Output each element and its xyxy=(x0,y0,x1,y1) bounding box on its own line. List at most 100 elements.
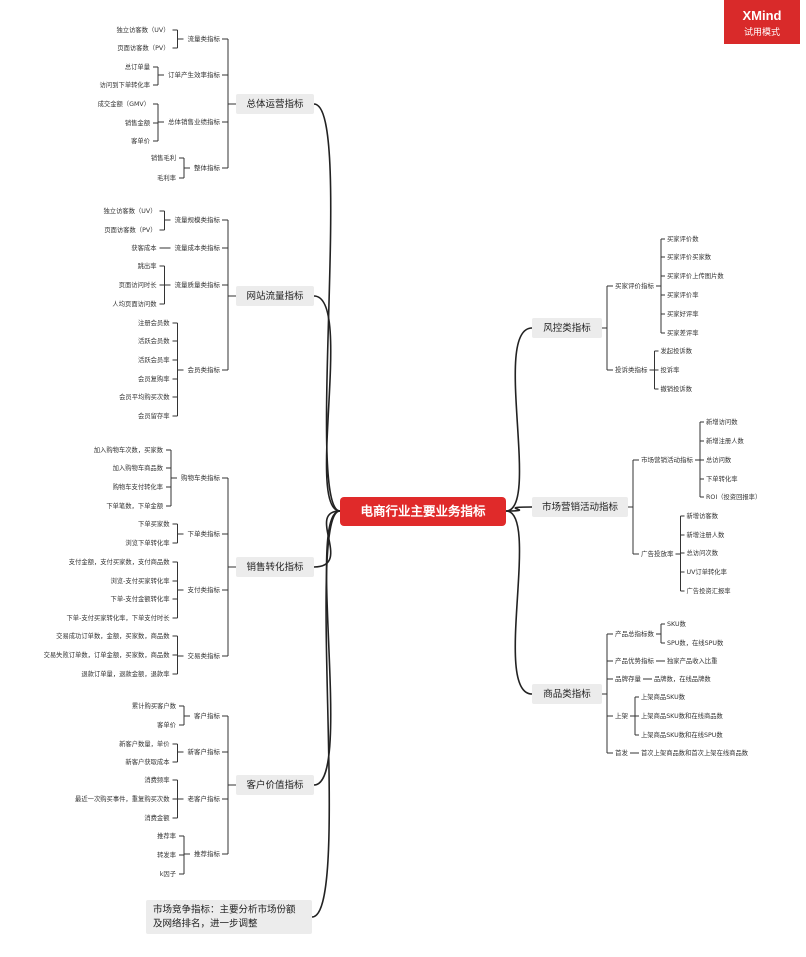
subtopic-label: 会员类指标 xyxy=(188,365,221,374)
main-topic-5[interactable]: 风控类指标 xyxy=(532,318,602,338)
main-topic-6[interactable]: 市场营销活动指标 xyxy=(532,497,628,517)
xmind-logo-text: XMind xyxy=(742,8,782,23)
leaf-label: 会员平均购买次数 xyxy=(119,392,170,401)
central-topic-label: 电商行业主要业务指标 xyxy=(360,504,486,519)
trial-mode-label: 试用模式 xyxy=(743,27,780,37)
leaf-label: 总访问数 xyxy=(706,455,732,464)
leaf-label: 下单笔数，下单金额 xyxy=(106,501,163,510)
subtopic-3-2-connector xyxy=(172,779,184,819)
topic-2-connector xyxy=(222,477,236,657)
leaf-label: 累计购买客户数 xyxy=(132,701,177,710)
leaf-label: 买家评价上传图片数 xyxy=(667,271,724,280)
leaf-label: 买家评价率 xyxy=(667,290,698,299)
leaf-label: 会员留存率 xyxy=(138,411,169,420)
subtopic-label: 首发 xyxy=(615,748,629,757)
subtopic-label: 流量类指标 xyxy=(188,34,221,43)
main-topic-label: 风控类指标 xyxy=(543,322,591,334)
leaf-label: UV订单转化率 xyxy=(687,567,727,576)
topic-1-connector xyxy=(222,219,236,371)
leaf-label: 总订单量 xyxy=(125,62,151,71)
main-topic-3[interactable]: 客户价值指标 xyxy=(236,775,314,795)
subtopic-1-2-connector xyxy=(159,265,171,305)
subtopic-2-3-connector xyxy=(172,635,184,675)
leaf-label: 下单转化率 xyxy=(706,474,737,483)
main-topic-0[interactable]: 总体运营指标 xyxy=(236,94,314,114)
main-branch-6 xyxy=(505,506,533,512)
leaf-label: 首次上架商品数和首次上架在线商品数 xyxy=(641,748,749,757)
leaf-label: 交易失败订单数，订单金额，买家数，商品数 xyxy=(44,650,171,659)
subtopic-7-3-connector xyxy=(630,696,639,736)
leaf-label: 新增注册人数 xyxy=(687,530,725,539)
main-branch-0 xyxy=(313,103,341,512)
subtopic-label: 产品总指标数 xyxy=(615,629,655,638)
leaf-label: ROI（投资回报率） xyxy=(706,492,761,501)
subtopic-label: 推荐指标 xyxy=(194,849,221,858)
leaf-label: 消费金额 xyxy=(144,813,170,822)
subtopic-label: 老客户指标 xyxy=(188,794,221,803)
leaf-label: 访问到下单转化率 xyxy=(100,80,150,89)
main-topic-1[interactable]: 网站流量指标 xyxy=(236,286,314,306)
main-topic-label: 市场营销活动指标 xyxy=(542,501,619,513)
leaf-label: 支付金额，支付买家数，支付商品数 xyxy=(69,557,170,566)
leaf-label: 独立访客数（UV） xyxy=(104,206,157,215)
leaf-label: 买家评价数 xyxy=(667,234,699,243)
leaf-label: 成交金额（GMV） xyxy=(98,99,150,108)
subtopic-5-1-connector xyxy=(649,350,659,390)
main-topic-2[interactable]: 销售转化指标 xyxy=(236,557,314,577)
subtopic-label: 流量成本类指标 xyxy=(175,243,221,252)
leaf-label: 下单-支付买家转化率，下单支付时长 xyxy=(66,613,170,622)
topic-5-connector xyxy=(602,285,613,371)
main-topic-label: 销售转化指标 xyxy=(246,561,304,573)
leaf-label: 交易成功订单数，金额，买家数，商品数 xyxy=(56,631,170,640)
leaf-label: 获客成本 xyxy=(131,243,157,252)
leaf-label: 上架商品SKU数和在线SPU数 xyxy=(641,730,723,739)
subtopic-2-2-connector xyxy=(172,561,184,619)
leaf-label: 浏览下单转化率 xyxy=(125,538,169,547)
subtopic-7-0-connector xyxy=(656,623,665,644)
leaf-label: 客单价 xyxy=(131,136,151,145)
main-topic-label: 总体运营指标 xyxy=(246,98,304,110)
leaf-label: k因子 xyxy=(160,870,176,878)
central-topic[interactable]: 电商行业主要业务指标 xyxy=(340,497,506,526)
leaf-label: 买家好评率 xyxy=(667,309,698,318)
subtopic-label: 买家评价指标 xyxy=(615,281,655,290)
subtopic-label: 支付类指标 xyxy=(188,585,221,594)
leaf-label: 购物车支付转化率 xyxy=(113,482,163,491)
subtopic-label: 订单产生效率指标 xyxy=(168,70,221,79)
subtopic-label: 整体指标 xyxy=(194,163,221,172)
leaf-label: 转发率 xyxy=(157,850,176,859)
leaf-label: 页面访客数（PV） xyxy=(104,225,156,234)
leaf-label: 上架商品SKU数 xyxy=(641,692,686,701)
subtopic-3-0-connector xyxy=(179,705,190,726)
leaf-label: 投诉率 xyxy=(661,365,680,374)
leaf-label: 买家差评率 xyxy=(667,328,698,337)
subtopic-5-0-connector xyxy=(656,238,665,334)
subtopic-0-1-connector xyxy=(153,66,164,86)
leaf-label: 最近一次购买事件，重复购买次数 xyxy=(75,794,170,803)
subtopic-label: 下单类指标 xyxy=(188,529,221,538)
leaf-label: 加入购物车次数，买家数 xyxy=(94,445,164,454)
leaf-label: 广告投资汇报率 xyxy=(687,586,731,595)
leaf-label: 销售金额 xyxy=(125,118,151,127)
subtopic-label: 投诉类指标 xyxy=(615,365,648,374)
main-topic-7[interactable]: 商品类指标 xyxy=(532,684,602,704)
leaf-label: 独家产品收入比重 xyxy=(667,656,717,665)
subtopic-label: 购物车类指标 xyxy=(181,473,221,482)
topic-3-connector xyxy=(222,715,236,855)
subtopic-0-2-connector xyxy=(153,103,164,142)
topic-7-connector xyxy=(602,633,613,754)
main-topic-label: 商品类指标 xyxy=(543,688,591,700)
subtopic-3-1-connector xyxy=(172,743,184,763)
leaf-label: 销售毛利 xyxy=(151,153,176,162)
leaf-label: 撤销投诉数 xyxy=(661,384,693,393)
leaf-label: 人均页面访问数 xyxy=(112,299,157,308)
leaf-label: 总访问次数 xyxy=(687,548,719,557)
main-topic-label: 网站流量指标 xyxy=(246,290,304,302)
subtopic-label: 新客户指标 xyxy=(188,747,221,756)
main-topic-label-line: 及网络排名，进一步调整 xyxy=(153,918,258,930)
subtopic-label: 流量规模类指标 xyxy=(175,215,221,224)
leaf-label: 活跃会员率 xyxy=(138,355,169,364)
subtopic-2-1-connector xyxy=(172,523,184,544)
subtopic-label: 流量质量类指标 xyxy=(175,280,221,289)
